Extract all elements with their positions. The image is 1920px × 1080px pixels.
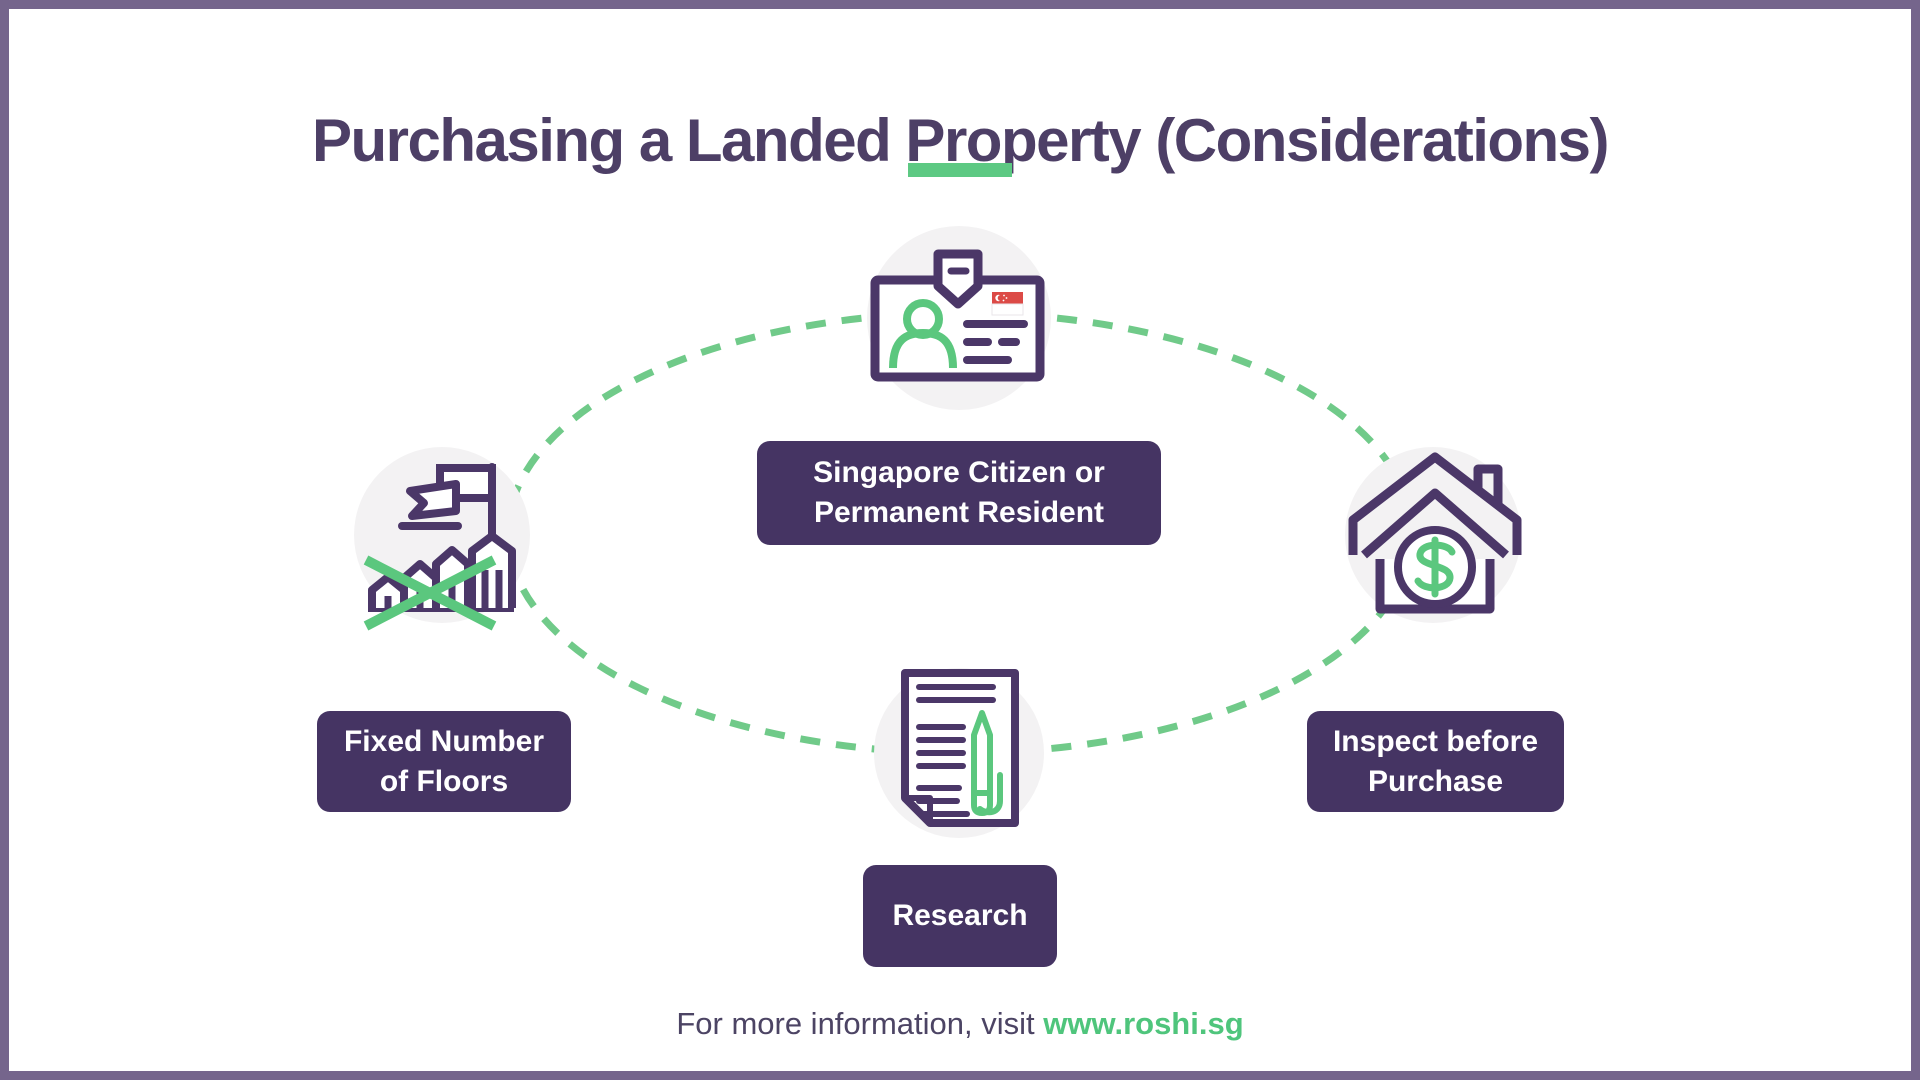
label-fixed-floors: Fixed Number of Floors	[317, 711, 571, 812]
label-line: of Floors	[379, 764, 509, 798]
label-singapore-citizen: Singapore Citizen or Permanent Resident	[757, 441, 1161, 545]
footer-link[interactable]: www.roshi.sg	[1043, 1006, 1244, 1041]
label-line: Fixed Number	[343, 724, 545, 758]
cross-out-x-icon	[363, 555, 497, 631]
pen-icon	[971, 710, 1003, 816]
title-underline	[908, 163, 1012, 177]
footer-note: For more information, visit www.roshi.sg	[0, 1006, 1920, 1042]
label-inspect-before-purchase: Inspect before Purchase	[1307, 711, 1564, 812]
id-card-icon	[870, 249, 1045, 382]
label-research: Research	[863, 865, 1057, 967]
footer-text: For more information, visit	[676, 1006, 1044, 1041]
dollar-sign-icon	[1414, 536, 1456, 598]
flag-bar-chart-icon	[363, 463, 516, 631]
document-pen-icon	[901, 669, 1019, 827]
singapore-flag-icon	[991, 292, 1024, 316]
house-dollar-icon	[1348, 452, 1522, 614]
label-line: Research	[892, 899, 1028, 932]
label-line: Purchase	[1367, 764, 1504, 798]
label-line: Singapore Citizen or	[813, 456, 1105, 489]
label-line: Permanent Resident	[813, 496, 1105, 529]
label-line: Inspect before	[1332, 724, 1539, 758]
